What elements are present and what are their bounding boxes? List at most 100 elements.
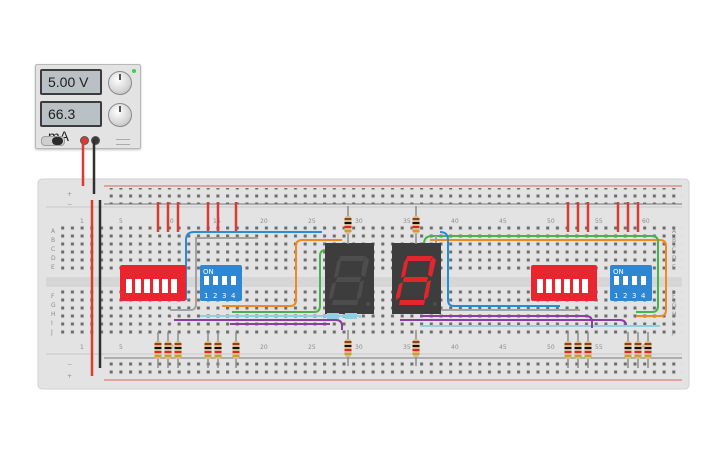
svg-text:30: 30 <box>355 218 363 225</box>
wire-purple-right-2[interactable] <box>420 315 593 328</box>
positive-terminal[interactable] <box>80 136 89 145</box>
wire-green-right[interactable] <box>423 235 659 313</box>
segment-resistor-bottom-left[interactable] <box>344 330 352 366</box>
voltage-knob[interactable] <box>108 71 132 95</box>
svg-text:E: E <box>51 264 55 271</box>
power-supply[interactable]: 5.00 V 66.3 mA <box>35 64 141 149</box>
dip-switch-blue-left[interactable]: ON 1 2 3 4 <box>200 265 242 301</box>
svg-text:25: 25 <box>308 344 316 351</box>
wire-gray-left[interactable] <box>170 237 258 311</box>
vent-grille <box>116 139 130 145</box>
pulldown-resistor[interactable] <box>174 332 182 368</box>
seven-segment-left[interactable] <box>325 243 374 319</box>
pulldown-resistor[interactable] <box>644 332 652 368</box>
svg-text:10: 10 <box>166 218 174 225</box>
svg-text:5: 5 <box>119 218 123 225</box>
pulldown-resistor[interactable] <box>634 332 642 368</box>
wire-orange-left[interactable] <box>222 239 342 307</box>
wire-cyan-left[interactable] <box>200 315 361 318</box>
rail-sign-top-minus: − <box>67 201 72 208</box>
bottom-rail-holes[interactable] <box>104 362 682 378</box>
pulldown-resistor[interactable] <box>164 332 172 368</box>
power-led <box>132 69 136 73</box>
svg-text:55: 55 <box>595 344 603 351</box>
svg-text:60: 60 <box>642 218 650 225</box>
segment-resistor-top-right[interactable] <box>412 206 420 244</box>
svg-text:50: 50 <box>547 218 555 225</box>
svg-text:B: B <box>672 237 676 244</box>
pulldown-resistor[interactable] <box>214 332 222 368</box>
wire-blue-left[interactable] <box>185 231 322 300</box>
row-letters-right: A B C D E F G H I J <box>671 228 677 336</box>
power-switch[interactable] <box>41 136 65 146</box>
current-knob[interactable] <box>108 103 132 127</box>
pulldown-resistor[interactable] <box>564 332 572 368</box>
column-numbers-top: 1 5 10 15 20 25 30 35 40 45 50 55 60 <box>80 218 650 225</box>
voltage-display: 5.00 V <box>40 69 102 95</box>
rail-sign-bottom-plus: + <box>67 373 72 380</box>
bottom-rail-divider <box>46 353 682 355</box>
svg-text:30: 30 <box>355 344 363 351</box>
svg-text:3: 3 <box>632 292 636 300</box>
svg-text:40: 40 <box>451 218 459 225</box>
wire-green-left[interactable] <box>232 249 327 313</box>
svg-text:A: A <box>672 228 677 235</box>
svg-text:1: 1 <box>614 292 618 300</box>
svg-text:F: F <box>51 293 55 300</box>
svg-text:C: C <box>672 246 676 253</box>
svg-text:I: I <box>51 320 53 327</box>
negative-terminal[interactable] <box>91 136 100 145</box>
svg-text:35: 35 <box>403 218 411 225</box>
svg-text:G: G <box>672 302 677 309</box>
svg-text:4: 4 <box>641 292 646 300</box>
svg-text:J: J <box>50 329 53 336</box>
svg-text:20: 20 <box>260 344 268 351</box>
svg-text:H: H <box>672 311 677 318</box>
wire-orange-right[interactable] <box>430 239 667 317</box>
pulldown-resistor[interactable] <box>624 332 632 368</box>
rail-sign-top-plus: + <box>67 191 72 198</box>
pullup-jumpers[interactable] <box>156 202 640 232</box>
svg-text:55: 55 <box>595 218 603 225</box>
svg-text:35: 35 <box>403 344 411 351</box>
svg-text:25: 25 <box>308 218 316 225</box>
svg-text:40: 40 <box>451 344 459 351</box>
svg-text:4: 4 <box>231 292 236 300</box>
svg-text:D: D <box>672 255 677 262</box>
svg-text:E: E <box>672 264 676 271</box>
seven-segment-right[interactable] <box>392 243 441 314</box>
segment-resistor-bottom-right[interactable] <box>412 330 420 366</box>
pulldown-resistor[interactable] <box>204 332 212 368</box>
wire-purple-right[interactable] <box>400 319 627 327</box>
svg-text:1: 1 <box>204 292 208 300</box>
rail-sign-bottom-minus: − <box>67 361 72 368</box>
pulldown-resistor[interactable] <box>232 332 240 368</box>
svg-text:1: 1 <box>80 218 84 225</box>
svg-text:20: 20 <box>260 218 268 225</box>
svg-text:3: 3 <box>222 292 226 300</box>
svg-text:50: 50 <box>547 344 555 351</box>
svg-text:2: 2 <box>213 292 217 300</box>
dip-switch-red-right[interactable] <box>531 265 597 301</box>
resistor-group[interactable] <box>154 206 652 368</box>
svg-text:F: F <box>672 293 676 300</box>
top-rail-divider <box>46 206 682 208</box>
pulldown-resistor[interactable] <box>154 332 162 368</box>
dip-switch-blue-right[interactable]: ON 1 2 3 4 <box>610 265 652 301</box>
pulldown-resistor[interactable] <box>584 332 592 368</box>
dip-on-label: ON <box>203 268 214 276</box>
svg-text:2: 2 <box>623 292 627 300</box>
svg-text:45: 45 <box>499 344 507 351</box>
dip-on-label: ON <box>613 268 624 276</box>
svg-text:45: 45 <box>499 218 507 225</box>
segment-resistor-top-left[interactable] <box>344 206 352 244</box>
pulldown-resistor[interactable] <box>574 332 582 368</box>
svg-text:J: J <box>671 329 674 336</box>
top-rail-holes[interactable] <box>104 188 682 204</box>
wire-purple-left[interactable] <box>174 319 343 330</box>
wire-blue-right[interactable] <box>439 231 560 307</box>
svg-text:C: C <box>51 246 55 253</box>
svg-text:D: D <box>51 255 56 262</box>
dip-switch-red-left[interactable] <box>120 265 186 301</box>
